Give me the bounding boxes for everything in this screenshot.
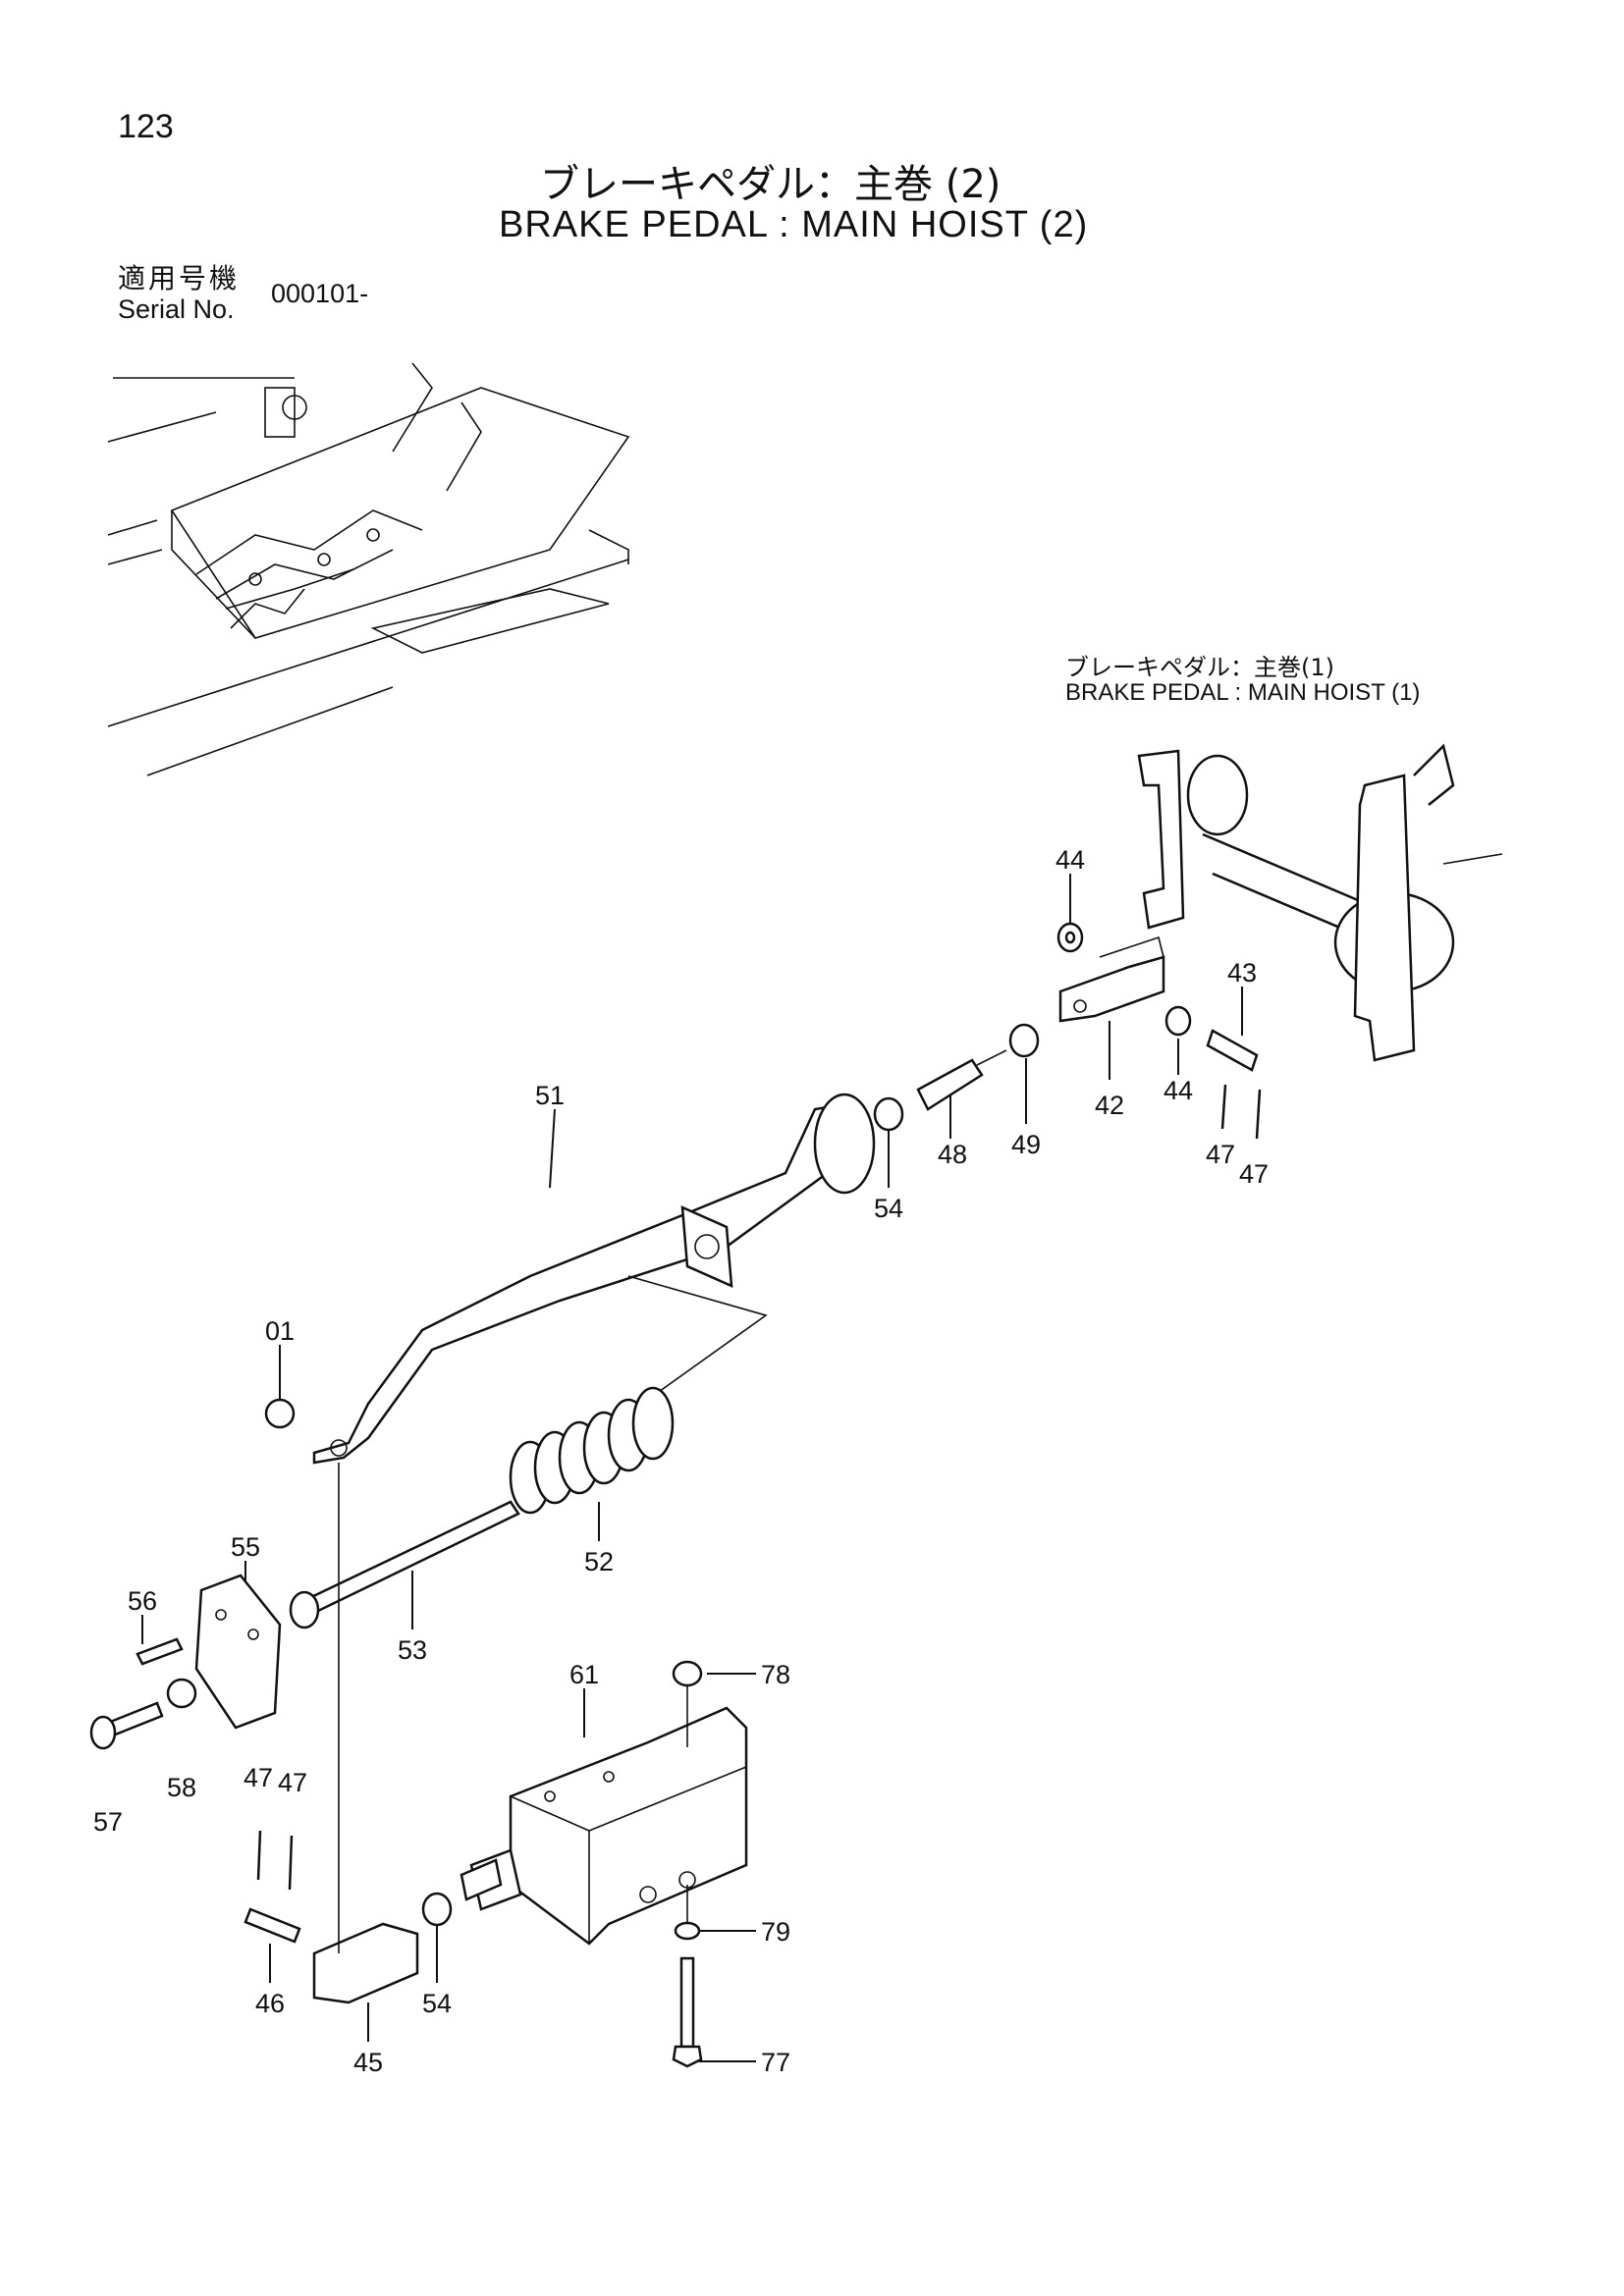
- cotter-pin-47c: [256, 1830, 262, 1881]
- clevis-45: [312, 1922, 419, 2004]
- callout-47: 47: [278, 1768, 307, 1797]
- callout-47: 47: [244, 1763, 273, 1792]
- machine-overview-sketch: [107, 362, 630, 776]
- leader-lines: [141, 874, 1243, 2062]
- nut-49: [1008, 1023, 1040, 1058]
- callout-53: 53: [398, 1635, 427, 1665]
- title-english: BRAKE PEDAL : MAIN HOIST (2): [499, 204, 1089, 245]
- nut-54-upper: [873, 1096, 904, 1132]
- callout-48: 48: [938, 1140, 967, 1169]
- title-japanese: ブレーキペダル：主巻 (2): [540, 162, 1001, 207]
- callout-52: 52: [584, 1547, 614, 1576]
- callout-42: 42: [1095, 1091, 1124, 1120]
- brake-valve-61: [460, 1679, 748, 1946]
- spring-52: [509, 1386, 675, 1515]
- callout-49: 49: [1011, 1130, 1041, 1159]
- callout-51: 51: [535, 1081, 565, 1110]
- serial-label-japanese: 適用号機: [118, 262, 241, 294]
- washer-44-lower: [1164, 1005, 1192, 1037]
- cotter-pin-47b: [1255, 1089, 1262, 1140]
- callout-labels: 44 43 42 44 47 47 51 49 48 54 01 52 53 5…: [93, 845, 1269, 2077]
- callout-47: 47: [1239, 1159, 1269, 1189]
- main-hoist-pedal-assembly-ref: [1137, 743, 1503, 1062]
- plate-55: [194, 1574, 282, 1730]
- page-number: 123: [118, 108, 174, 145]
- nut-54-lower: [421, 1892, 453, 1927]
- callout-61: 61: [569, 1660, 599, 1689]
- callout-58: 58: [167, 1773, 196, 1802]
- callout-44: 44: [1164, 1076, 1193, 1105]
- callout-44: 44: [1056, 845, 1085, 875]
- rod-53: [289, 1500, 520, 1629]
- bolt-57: [106, 1701, 164, 1737]
- bushing-01: [264, 1398, 296, 1429]
- callout-78: 78: [761, 1660, 790, 1689]
- nut-58: [166, 1678, 197, 1709]
- callout-57: 57: [93, 1807, 123, 1837]
- reference-english: BRAKE PEDAL : MAIN HOIST (1): [1065, 679, 1421, 706]
- callout-56: 56: [128, 1586, 157, 1616]
- pin-46: [244, 1907, 301, 1944]
- callout-47: 47: [1206, 1140, 1235, 1169]
- pin-43: [1206, 1029, 1259, 1072]
- reference-japanese: ブレーキペダル：主巻(1): [1065, 654, 1334, 681]
- cotter-pin-47a: [1220, 1084, 1227, 1130]
- rod-end-48: [916, 1058, 984, 1111]
- callout-43: 43: [1227, 958, 1257, 988]
- callout-01: 01: [265, 1316, 295, 1346]
- callout-79: 79: [761, 1917, 790, 1947]
- serial-number-value: 000101-: [271, 279, 369, 308]
- callout-77: 77: [761, 2048, 790, 2077]
- cotter-pin-47d: [288, 1835, 294, 1891]
- callout-54: 54: [422, 1989, 452, 2018]
- pedal-arm-51: [312, 1093, 876, 1465]
- serial-label-english: Serial No.: [118, 294, 235, 324]
- bolt-77: [679, 1956, 695, 2049]
- callout-55: 55: [231, 1532, 260, 1562]
- bolt-56: [135, 1637, 184, 1666]
- washer-79: [674, 1921, 701, 1941]
- callout-54: 54: [874, 1194, 903, 1223]
- nut-78: [672, 1660, 703, 1687]
- callout-45: 45: [353, 2048, 383, 2077]
- callout-46: 46: [255, 1989, 285, 2018]
